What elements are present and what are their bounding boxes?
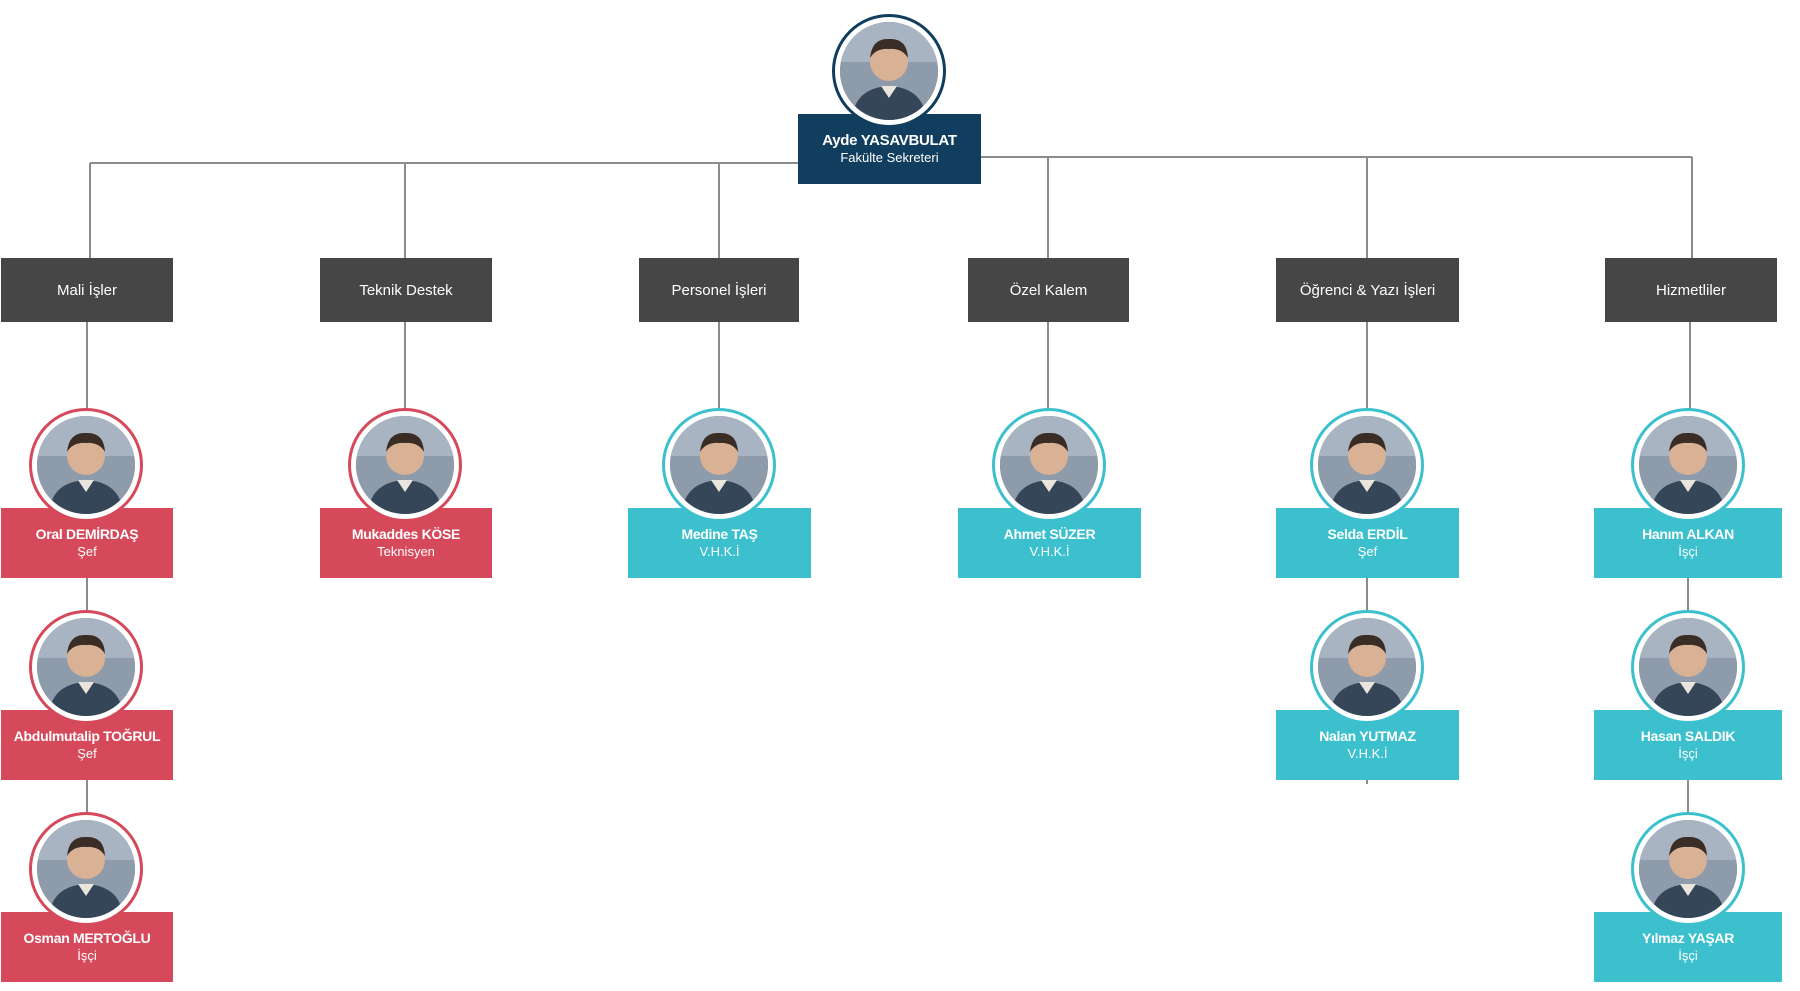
person-photo-icon [1639,618,1737,716]
member-name: Yılmaz YAŞAR [1641,930,1735,947]
person-photo-icon [1639,416,1737,514]
member-name: Osman MERTOĞLU [23,930,151,947]
avatar-member [992,408,1106,522]
member-name: Oral DEMİRDAŞ [35,526,139,543]
member-name: Hasan SALDIK [1640,728,1736,745]
member-title: Şef [1357,543,1378,559]
head-name: Ayde YASAVBULAT [822,131,957,149]
person-photo-icon [1318,416,1416,514]
member-title: İşçi [77,947,97,963]
person-photo-icon [356,416,454,514]
member-card: Hanım ALKAN İşçi [1594,508,1782,578]
person-photo-icon [1639,820,1737,918]
person-photo-icon [37,820,135,918]
member-name: Abdulmutalip TOĞRUL [13,728,161,745]
member-title: Şef [77,745,97,761]
member-name: Selda ERDİL [1327,526,1408,543]
member-title: İşçi [1678,543,1698,559]
member-name: Nalan YUTMAZ [1319,728,1416,745]
member-title: İşçi [1678,947,1698,963]
dept-teknik-destek: Teknik Destek [320,258,492,322]
dept-mali-isler: Mali İşler [1,258,173,322]
member-name: Ahmet SÜZER [1003,526,1096,543]
member-title: V.H.K.İ [1347,745,1388,761]
member-title: İşçi [1678,745,1698,761]
head-title: Fakülte Sekreteri [840,150,939,166]
avatar-member [29,408,143,522]
avatar-member [348,408,462,522]
member-name: Hanım ALKAN [1642,526,1734,543]
avatar-member [29,812,143,926]
person-photo-icon [840,22,938,120]
avatar-member [1310,408,1424,522]
dept-ogrenci-yazi-isleri: Öğrenci & Yazı İşleri [1276,258,1459,322]
avatar-member [1631,610,1745,724]
member-title: Şef [77,543,97,559]
dept-personel-isleri: Personel İşleri [639,258,799,322]
person-photo-icon [37,618,135,716]
avatar-head [832,14,946,128]
dept-hizmetliler: Hizmetliler [1605,258,1777,322]
member-name: Medine TAŞ [681,526,758,543]
member-title: V.H.K.İ [699,543,740,559]
avatar-member [662,408,776,522]
person-photo-icon [1318,618,1416,716]
person-photo-icon [1000,416,1098,514]
avatar-member [1631,812,1745,926]
avatar-member [1310,610,1424,724]
member-card: Yılmaz YAŞAR İşçi [1594,912,1782,982]
person-photo-icon [37,416,135,514]
dept-ozel-kalem: Özel Kalem [968,258,1129,322]
member-title: V.H.K.İ [1029,543,1070,559]
avatar-member [29,610,143,724]
member-name: Mukaddes KÖSE [351,526,461,543]
person-photo-icon [670,416,768,514]
member-title: Teknisyen [377,543,435,559]
avatar-member [1631,408,1745,522]
